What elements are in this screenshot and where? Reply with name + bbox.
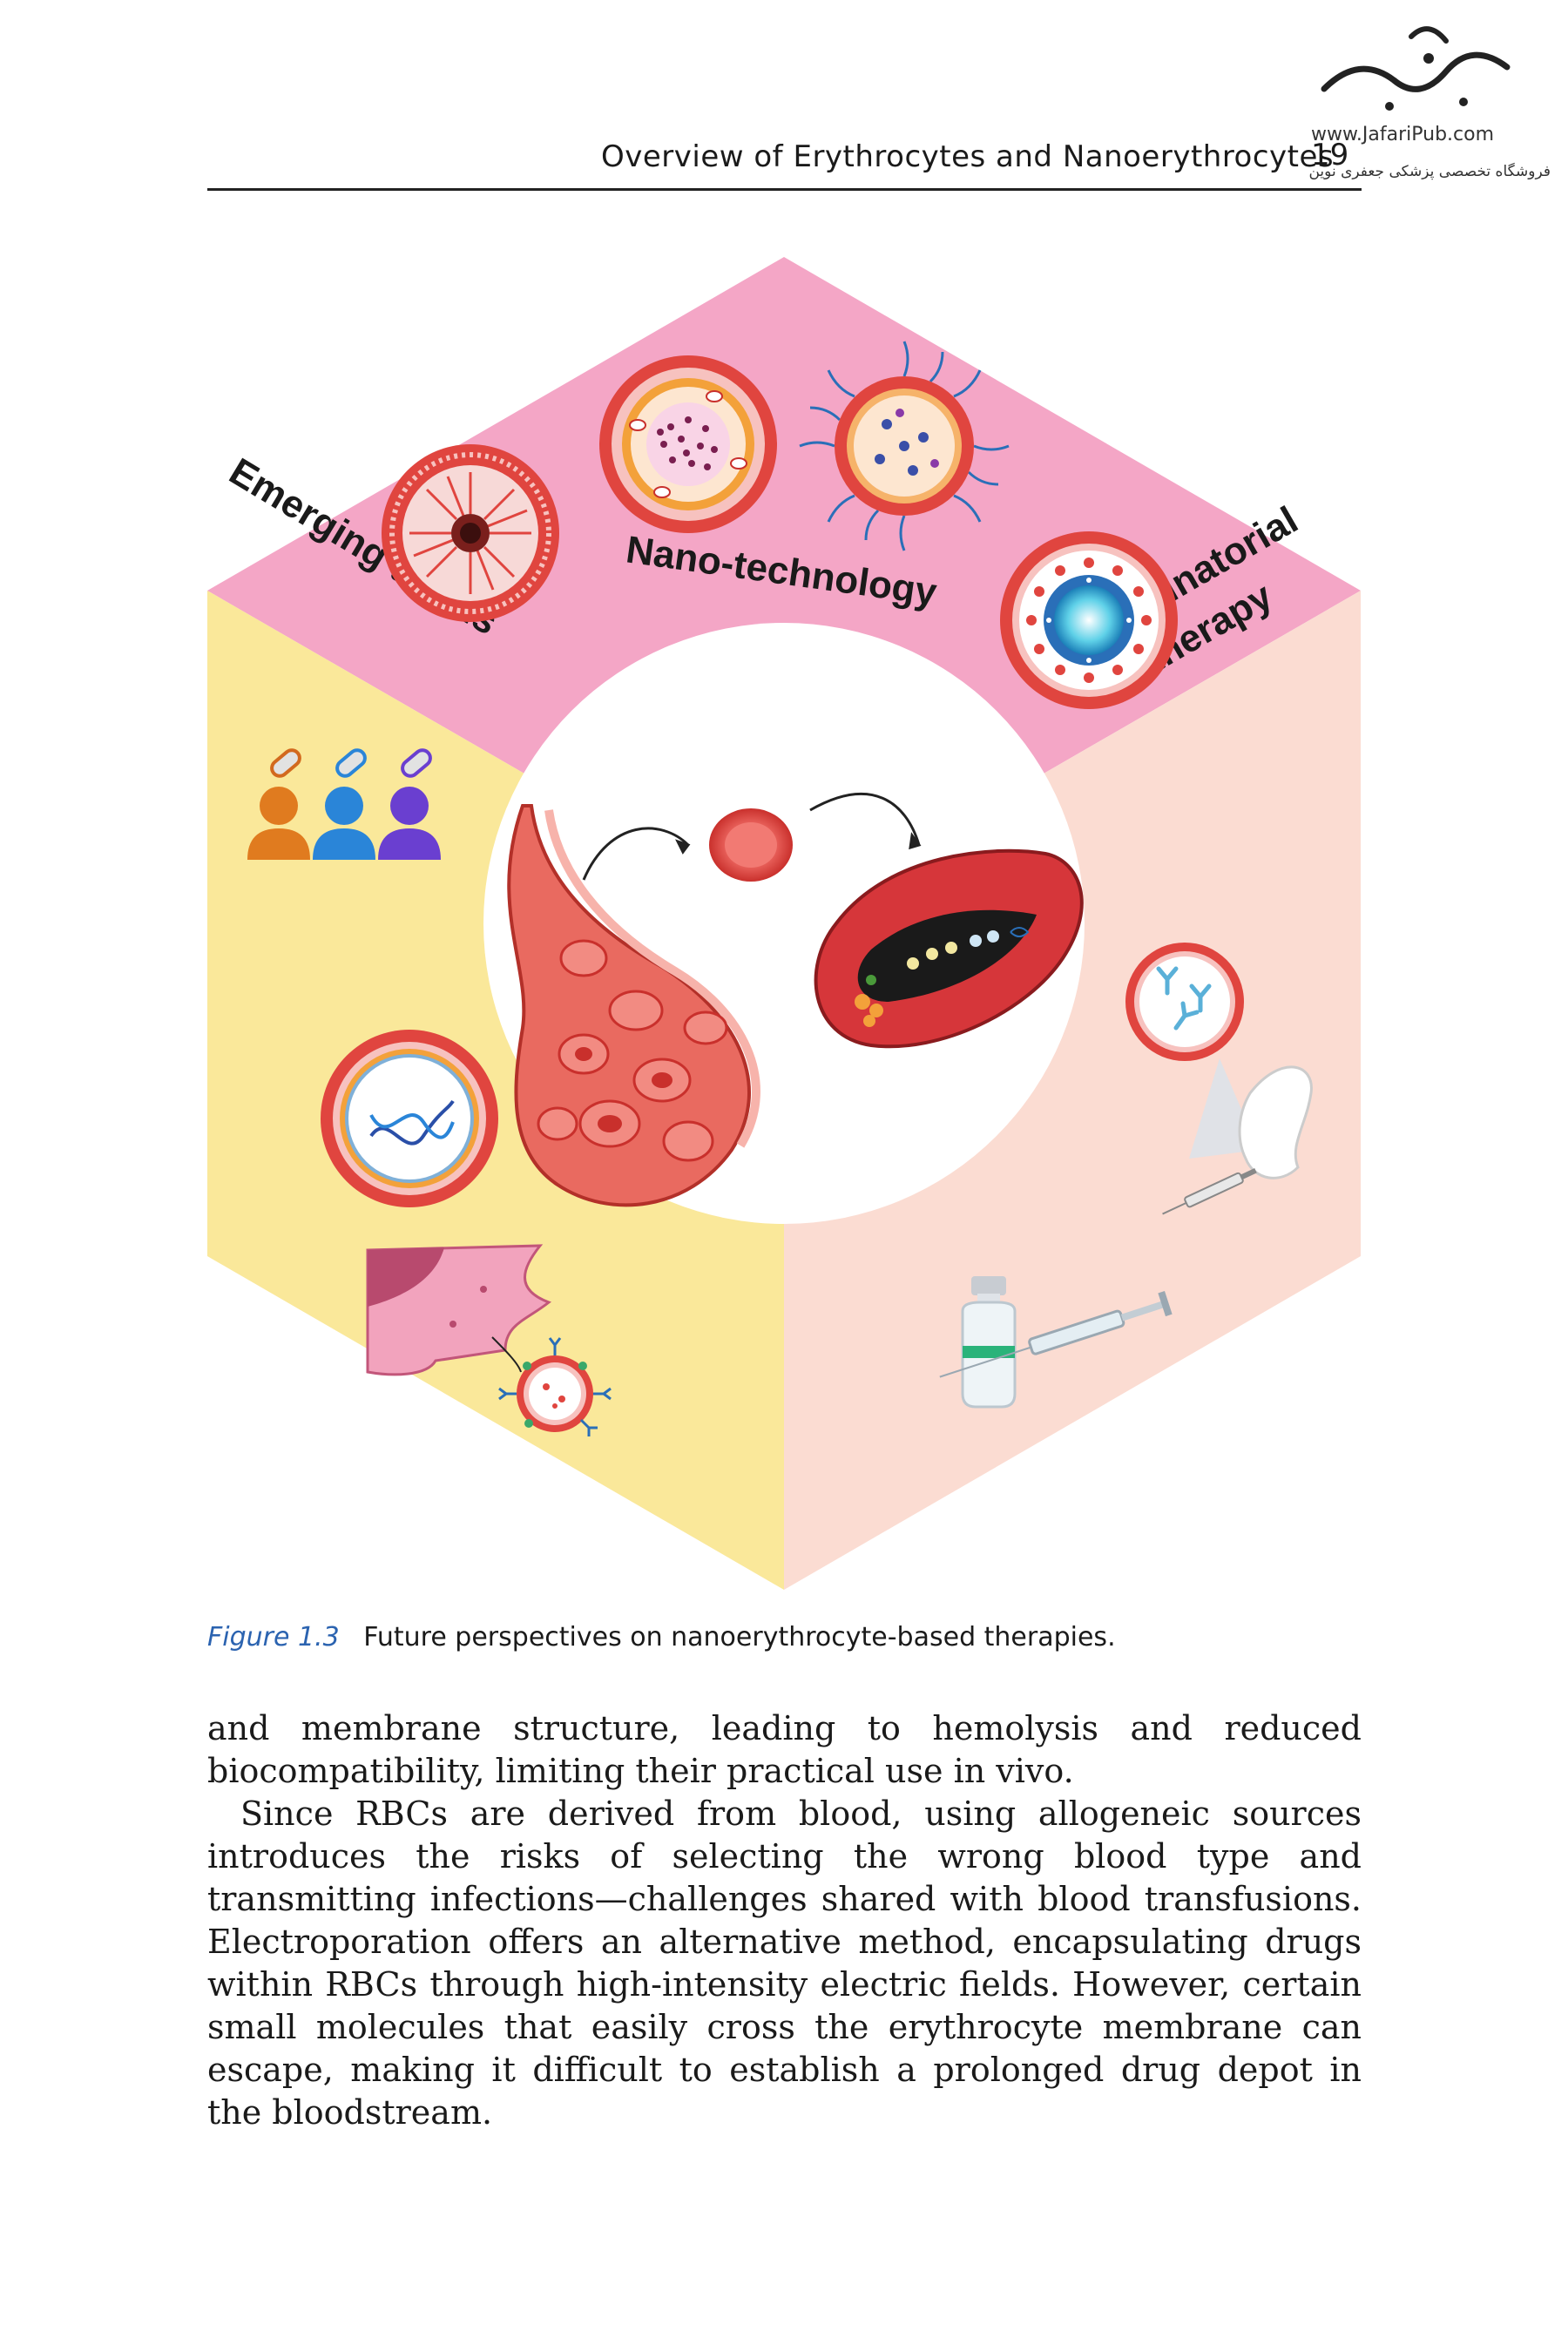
publisher-shop-name: فروشگاه تخصصی پزشکی جعفری نوین — [1308, 163, 1551, 180]
liposome-icon — [382, 444, 559, 622]
loaded-rbc-cross-section-icon — [814, 848, 1084, 1049]
arrow-to-rbc-icon — [582, 793, 922, 881]
figure-graphic: Nano-technology Emerging trends Combinat… — [207, 257, 1361, 1590]
body-text: and membrane structure, leading to hemol… — [207, 1707, 1362, 2134]
vesicle-icon — [799, 341, 1010, 551]
publisher-watermark: www.JafariPub.com فروشگاه تخصصی پزشکی جع… — [1289, 19, 1551, 193]
figure-caption-text: Future perspectives on nanoerythrocyte-b… — [363, 1622, 1116, 1652]
nanoparticle-icon — [599, 355, 777, 533]
paragraph-continued: and membrane structure, leading to hemol… — [207, 1709, 1362, 1790]
blood-vessel-icon — [507, 804, 760, 1207]
patients-with-pills-icon — [247, 748, 441, 860]
red-blood-cell-icon — [709, 808, 793, 882]
antibody-injection-icon — [1125, 943, 1313, 1215]
layered-nanoparticle-icon — [1000, 531, 1178, 709]
figure-hexagon: Nano-technology Emerging trends Combinat… — [174, 244, 1394, 1603]
publisher-logo-icon — [1321, 26, 1511, 111]
paragraph-rbc-sources: Since RBCs are derived from blood, using… — [207, 1794, 1362, 2132]
running-title: Overview of Erythrocytes and Nanoerythro… — [601, 139, 1335, 174]
nanotechnology-sector — [207, 257, 1361, 923]
page-number: 19 — [1311, 138, 1349, 172]
header-rule — [207, 188, 1362, 191]
publisher-url[interactable]: www.JafariPub.com — [1310, 124, 1495, 145]
dna-liposome-icon — [321, 1030, 498, 1207]
figure-caption: Figure 1.3 Future perspectives on nanoer… — [207, 1622, 1366, 1652]
vial-and-syringe-icon — [939, 1276, 1173, 1409]
figure-label: Figure 1.3 — [207, 1622, 340, 1652]
tumor-targeting-icon — [366, 1244, 612, 1436]
